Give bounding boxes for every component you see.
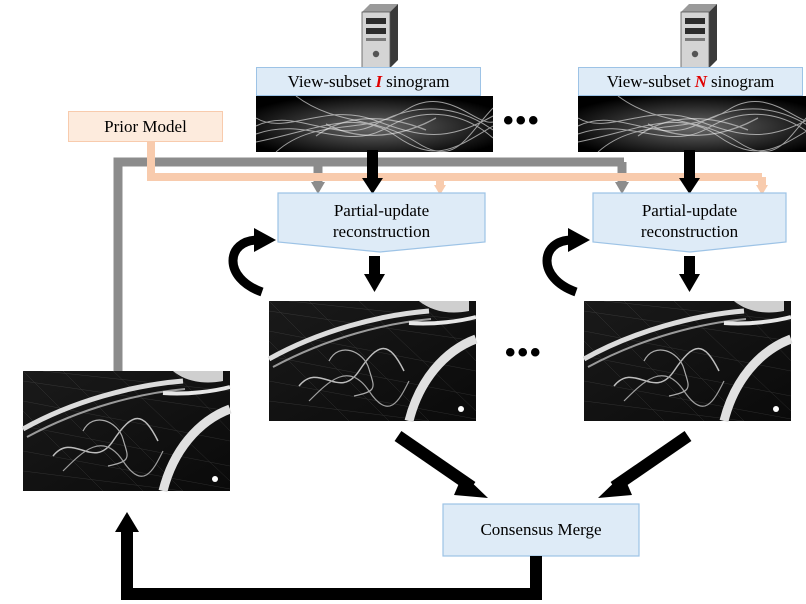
sinogram-arrow-1 [362, 150, 383, 194]
ellipsis-middle: ••• [505, 336, 543, 369]
prior-arrowhead-n [756, 185, 768, 195]
subset-label-n: View-subset N sinogram [578, 67, 803, 96]
ellipsis-top: ••• [503, 104, 541, 137]
subset-label-1-prefix: View-subset [287, 71, 372, 91]
feedback-arrowhead-n [615, 182, 629, 194]
prior-arrowhead-1 [434, 185, 446, 195]
subset-label-n-index: N [694, 71, 707, 91]
update-arrow-n [679, 256, 700, 292]
sinogram-arrow-n [679, 150, 700, 194]
partial-update-n-line1: Partial-update [641, 201, 738, 220]
update-arrow-1 [364, 256, 385, 292]
subset-label-1: View-subset I sinogram [256, 67, 481, 96]
partial-update-1-line2: reconstruction [332, 222, 431, 241]
merge-arrow-left [394, 431, 488, 498]
partial-update-1-line1: Partial-update [333, 201, 430, 220]
partial-update-n-line2: reconstruction [640, 222, 739, 241]
merged-image [23, 371, 230, 491]
partial-update-box-1 [277, 192, 486, 253]
prior-model-line [147, 142, 766, 185]
merge-arrow-right [598, 431, 692, 498]
partial-update-label-1: Partial-update reconstruction [278, 199, 485, 243]
subset-label-n-prefix: View-subset [606, 71, 691, 91]
consensus-merge-text: Consensus Merge [480, 520, 602, 539]
sinogram-image-n [577, 95, 806, 153]
partial-update-box-n [592, 192, 787, 253]
server-icon-n [680, 3, 718, 69]
return-arrow [115, 512, 542, 600]
sinogram-image-1 [255, 95, 494, 153]
prior-model-box: Prior Model [68, 111, 223, 142]
subset-label-n-suffix: sinogram [710, 71, 775, 91]
iteration-loop-icon-n [542, 228, 590, 297]
iteration-loop-icon-1 [228, 228, 276, 297]
reconstruction-image-n [584, 301, 791, 421]
partial-update-label-n: Partial-update reconstruction [593, 199, 786, 243]
subset-label-1-index: I [375, 71, 383, 91]
server-icon-1 [361, 3, 399, 69]
prior-model-label: Prior Model [104, 116, 187, 136]
subset-label-1-suffix: sinogram [386, 71, 450, 91]
consensus-merge-label: Consensus Merge [443, 504, 639, 556]
reconstruction-image-1 [269, 301, 476, 421]
feedback-arrowhead-1 [311, 182, 325, 194]
